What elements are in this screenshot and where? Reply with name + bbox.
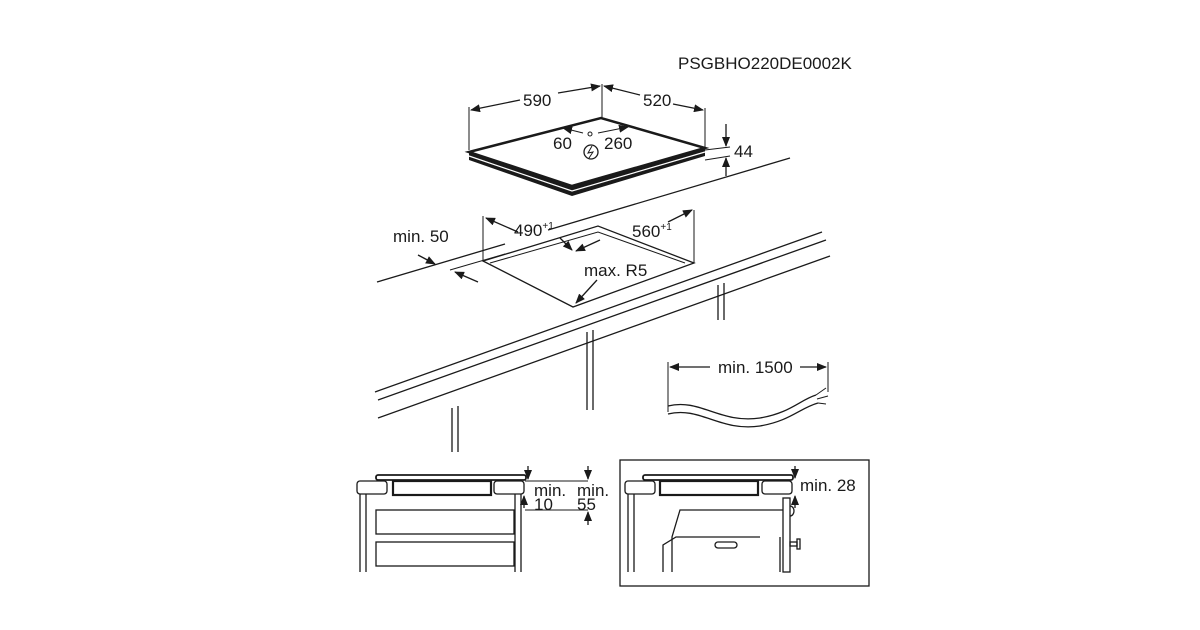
cutout-depth-label: 490+1	[514, 221, 554, 240]
drawing-code: PSGBHO220DE0002K	[678, 54, 853, 73]
cutout-depth-value: 490	[514, 221, 542, 240]
section-drawer: min. 10 min. 55	[356, 466, 609, 572]
worktop-cutout-drawing: 490+1 560+1 max. R5 min. 50	[376, 157, 791, 308]
hob-height-label: 44	[734, 142, 753, 161]
front-distance-label: min. 50	[393, 227, 449, 246]
gap-label-a: min.	[534, 481, 566, 500]
cutout-width-label: 560+1	[632, 222, 672, 241]
gap-value-a: 10	[534, 495, 553, 514]
corner-radius-label: max. R5	[584, 261, 647, 280]
connection-left-label: 60	[553, 134, 572, 153]
power-connection-icon	[583, 144, 599, 160]
cable-drawing: min. 1500	[667, 358, 829, 428]
gap-value-b: 55	[577, 495, 596, 514]
hob-drawing: 590 520 60 260 44	[464, 83, 753, 196]
cutout-width-value: 560	[632, 222, 660, 241]
hob-width-label: 590	[523, 91, 551, 110]
cutout-width-tolerance: +1	[660, 222, 672, 233]
oven-gap-label: min. 28	[800, 476, 856, 495]
cutout-depth-tolerance: +1	[542, 221, 554, 232]
countertop-drawing	[374, 231, 831, 452]
connection-right-label: 260	[604, 134, 632, 153]
hob-depth-label: 520	[643, 91, 671, 110]
gap-label-b: min.	[577, 481, 609, 500]
section-oven: min. 28	[619, 459, 870, 587]
cable-length-label: min. 1500	[718, 358, 793, 377]
